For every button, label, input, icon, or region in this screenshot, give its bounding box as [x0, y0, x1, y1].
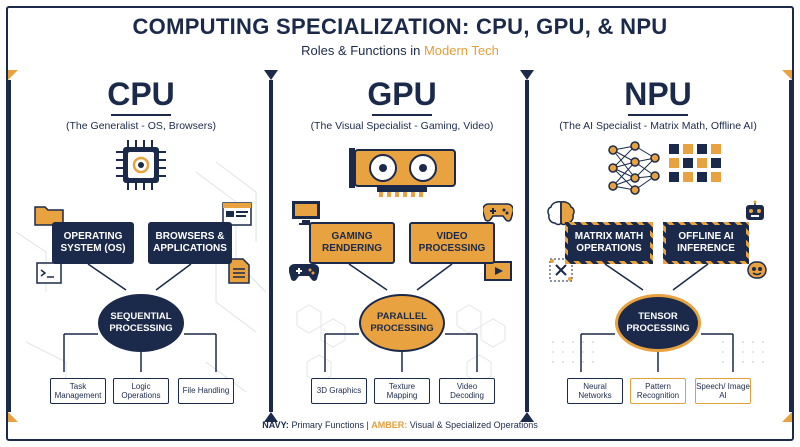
- cpu-leaf-logic-operations: Logic Operations: [113, 378, 169, 404]
- gamepad-icon: [289, 263, 319, 281]
- video-player-icon: [484, 261, 512, 281]
- cpu-connectors: [63, 263, 217, 372]
- npu-leaf-speech-image-ai: Speech/ Image AI: [695, 378, 751, 404]
- gpu-function-gaming: GAMING RENDERING: [309, 222, 395, 264]
- neural-network-icon: [608, 141, 721, 195]
- npu-underline: [628, 114, 688, 116]
- browser-window-icon: [222, 202, 252, 226]
- column-divider-left: [264, 70, 278, 422]
- gpu-leaf-texture-mapping: Texture Mapping: [374, 378, 430, 404]
- cpu-function-os: OPERATING SYSTEM (OS): [52, 222, 134, 264]
- npu-heading: NPU: [624, 76, 692, 112]
- right-edge-marker: [782, 70, 792, 422]
- legend-footer: NAVY: Primary Functions | AMBER: Visual …: [0, 420, 800, 430]
- gpu-function-video: VIDEO PROCESSING: [409, 222, 495, 264]
- legend-amber-text: Visual & Specialized Operations: [407, 420, 538, 430]
- cpu-underline: [111, 114, 171, 116]
- gpu-connectors: [324, 263, 478, 372]
- brain-icon: [547, 201, 575, 226]
- column-divider-right: [520, 70, 534, 422]
- npu-connectors: [580, 263, 734, 372]
- cpu-core-sequential: SEQUENTIAL PROCESSING: [98, 294, 184, 352]
- cpu-subtitle: (The Generalist - OS, Browsers): [66, 120, 216, 132]
- cpu-leaf-task-management: Task Management: [50, 378, 106, 404]
- left-edge-marker: [8, 70, 18, 422]
- page-title: COMPUTING SPECIALIZATION: CPU, GPU, & NP…: [132, 14, 668, 39]
- gpu-leaf-video-decoding: Video Decoding: [439, 378, 495, 404]
- legend-amber-label: AMBER:: [371, 420, 408, 430]
- monitor-game-icon: [292, 201, 320, 225]
- dot-grid-background: [552, 341, 764, 363]
- npu-leaf-pattern-recognition: Pattern Recognition: [630, 378, 686, 404]
- cpu-function-browsers: BROWSERS & APPLICATIONS: [148, 222, 232, 264]
- robot-head-icon: [747, 261, 767, 279]
- robot-icon: [746, 200, 764, 220]
- gpu-core-parallel: PARALLEL PROCESSING: [359, 294, 445, 352]
- matrix-icon: [549, 258, 573, 282]
- cpu-column: CPU (The Generalist - OS, Browsers): [16, 72, 266, 417]
- gpu-column: GPU (The Visual Specialist - Gaming, Vid…: [277, 72, 527, 417]
- cpu-leaf-file-handling: File Handling: [178, 378, 234, 404]
- gpu-underline: [372, 114, 432, 116]
- npu-column: NPU (The AI Specialist - Matrix Math, Of…: [533, 72, 783, 417]
- terminal-icon: [36, 262, 62, 284]
- folder-icon: [34, 206, 64, 226]
- npu-leaf-neural-networks: Neural Networks: [567, 378, 623, 404]
- gpu-subtitle: (The Visual Specialist - Gaming, Video): [310, 120, 494, 132]
- npu-function-matrix-math: MATRIX MATH OPERATIONS: [565, 222, 653, 264]
- page-subtitle: Roles & Functions in Modern Tech: [0, 43, 800, 58]
- npu-subtitle: (The AI Specialist - Matrix Math, Offlin…: [559, 120, 757, 132]
- legend-navy-label: NAVY:: [262, 420, 289, 430]
- npu-function-offline-ai: OFFLINE AI INFERENCE: [663, 222, 749, 264]
- cpu-heading: CPU: [107, 76, 175, 112]
- subtitle-plain: Roles & Functions in: [301, 43, 424, 58]
- outer-frame: [6, 6, 794, 441]
- legend-navy-text: Primary Functions |: [288, 420, 372, 430]
- gpu-leaf-3d-graphics: 3D Graphics: [311, 378, 367, 404]
- gamepad-icon: [483, 203, 513, 222]
- cpu-chip-icon: [116, 140, 166, 190]
- npu-core-tensor: TENSOR PROCESSING: [615, 294, 701, 352]
- document-icon: [228, 258, 250, 284]
- gpu-heading: GPU: [367, 76, 437, 112]
- subtitle-accent: Modern Tech: [423, 43, 499, 58]
- graphics-card-icon: [349, 148, 456, 197]
